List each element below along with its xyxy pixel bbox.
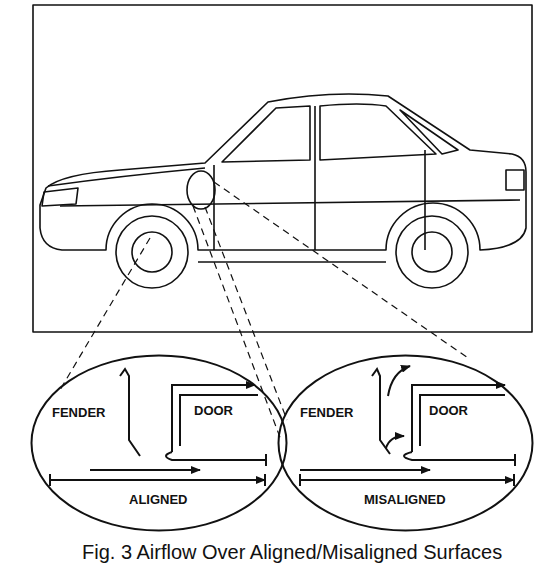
- front-hub: [132, 232, 172, 272]
- rear-hub: [412, 232, 452, 272]
- side-molding: [60, 200, 520, 206]
- part-label: DOOR: [427, 403, 470, 418]
- condition-label: MISALIGNED: [362, 492, 448, 507]
- taillight: [506, 170, 524, 190]
- figure-caption: Fig. 3 Airflow Over Aligned/Misaligned S…: [82, 541, 502, 564]
- rocker: [198, 261, 386, 263]
- part-label: FENDER: [50, 405, 107, 420]
- part-label: FENDER: [298, 405, 355, 420]
- hood-line: [48, 168, 205, 186]
- door-lines: [214, 106, 425, 250]
- rear-wheel: [396, 216, 468, 288]
- car-body: [40, 94, 526, 250]
- window-quarter: [400, 110, 458, 154]
- frame: [33, 5, 532, 332]
- part-label: DOOR: [192, 403, 235, 418]
- headlight: [42, 188, 78, 206]
- detail-marker: [187, 171, 215, 209]
- condition-label: ALIGNED: [127, 492, 190, 507]
- misaligned-detail: [300, 366, 515, 486]
- leader-lines: [60, 182, 468, 440]
- window-front: [222, 106, 310, 162]
- detail-ellipse: FENDER DOOR MISALIGNED: [277, 354, 534, 532]
- front-wheel: [116, 216, 188, 288]
- window-rear: [320, 104, 436, 160]
- detail-ellipse: FENDER DOOR ALIGNED: [30, 354, 288, 532]
- aligned-detail: [50, 369, 266, 486]
